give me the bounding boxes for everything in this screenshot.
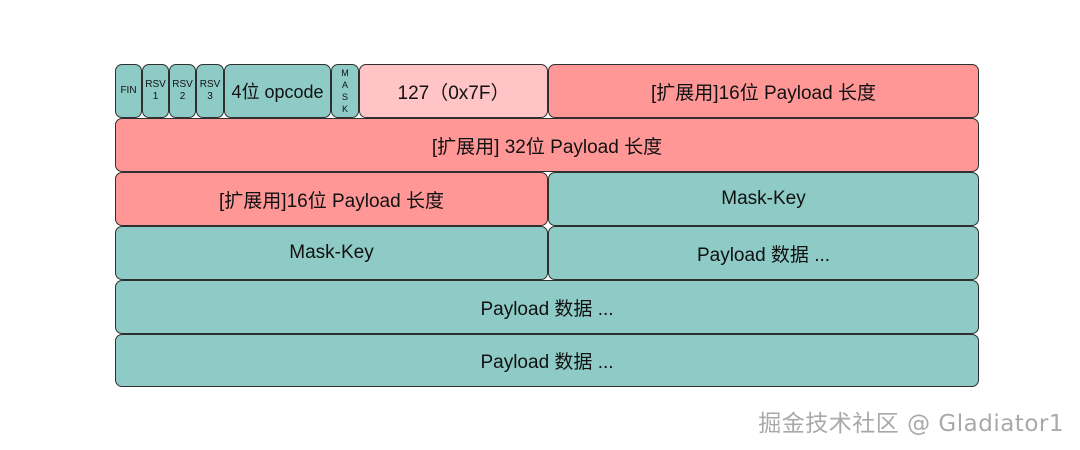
mask-key-field-2: Mask-Key [115,226,548,280]
payload-len-127-field: 127（0x7F） [359,64,548,118]
ext-32bit-length-field: [扩展用] 32位 Payload 长度 [115,118,979,172]
rsv1-bit: RSV 1 [142,64,169,118]
opcode-field: 4位 opcode [224,64,331,118]
payload-data-row-2: Payload 数据 ... [115,334,979,387]
watermark-text: 掘金技术社区 @ Gladiator1 [758,411,1064,437]
mask-bit: M A S K [331,64,359,118]
fin-bit: FIN [115,64,142,118]
rsv3-bit: RSV 3 [196,64,224,118]
ext-16bit-length-field: [扩展用]16位 Payload 长度 [548,64,979,118]
payload-data-field: Payload 数据 ... [548,226,979,280]
mask-key-field: Mask-Key [548,172,979,226]
rsv2-bit: RSV 2 [169,64,196,118]
ext-16bit-length-field-2: [扩展用]16位 Payload 长度 [115,172,548,226]
payload-data-row: Payload 数据 ... [115,280,979,334]
